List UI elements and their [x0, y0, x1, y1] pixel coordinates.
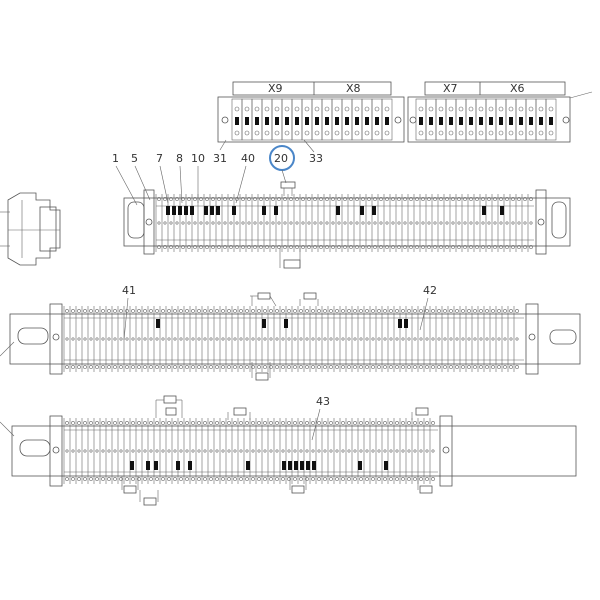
callout-1: 1 [112, 152, 119, 165]
upper-terminal-row-right [415, 98, 557, 141]
header-label-x7: X7 [443, 82, 458, 95]
header-label-x6: X6 [510, 82, 525, 95]
terminal-block-row-3 [63, 418, 438, 484]
callout-33: 33 [309, 152, 323, 165]
callout-20: 20 [274, 152, 288, 165]
callout-labels-row1: 1 5 7 8 10 31 40 20 33 [112, 139, 323, 206]
marker-block-row-1 [166, 206, 504, 215]
callout-7: 7 [156, 152, 163, 165]
callout-10: 10 [191, 152, 205, 165]
callout-43: 43 [316, 395, 330, 408]
din-rail-2: 41 42 [0, 284, 581, 381]
terminal-block-row-2 [63, 306, 524, 372]
callout-40: 40 [241, 152, 255, 165]
connector-detail [0, 192, 61, 266]
callout-42: 42 [423, 284, 437, 297]
marker-block-row-3 [130, 461, 388, 470]
callout-31: 31 [213, 152, 227, 165]
callout-41: 41 [122, 284, 136, 297]
header-label-x8: X8 [346, 82, 361, 95]
header-strip-left: X9 X8 [217, 81, 570, 143]
din-rail-3: 43 [0, 395, 577, 506]
marker-block-row-2 [156, 319, 408, 328]
callout-8: 8 [176, 152, 183, 165]
upper-terminal-row-left [221, 98, 570, 141]
header-strip-right: X7 X6 [407, 81, 571, 143]
callout-5: 5 [131, 152, 138, 165]
terminal-block-row-1 [155, 194, 534, 252]
din-rail-1 [123, 181, 571, 269]
header-label-x9: X9 [268, 82, 283, 95]
